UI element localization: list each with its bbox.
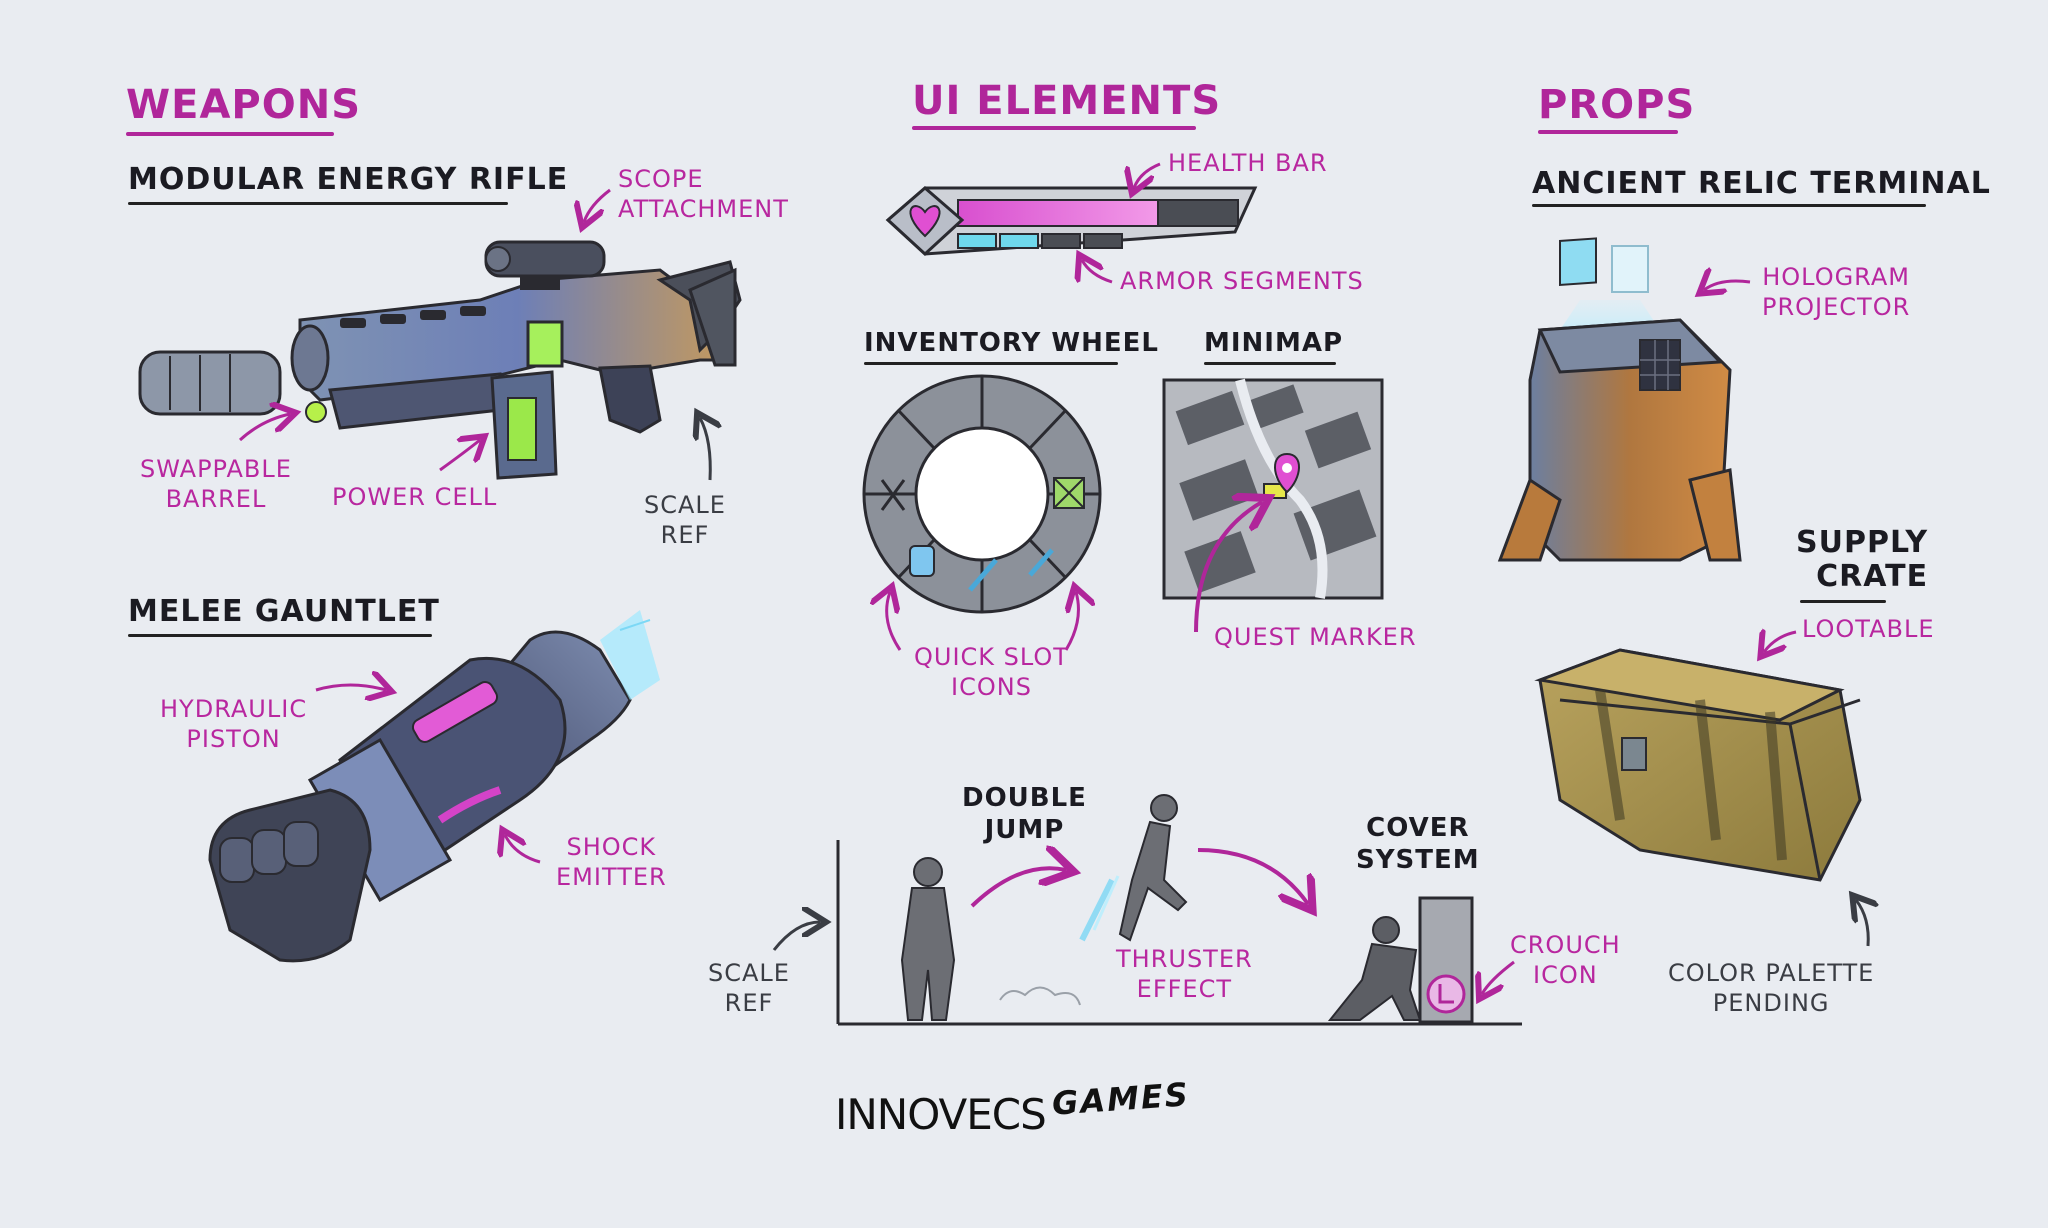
health-arrow xyxy=(1134,162,1161,188)
section-weapons: WEAPONS xyxy=(126,82,362,128)
power-cell-arrow xyxy=(439,440,480,472)
quest-marker-label: QUEST MARKER xyxy=(1214,623,1417,651)
double-jump-label: DOUBLE JUMP xyxy=(962,783,1087,845)
hologram-arrow xyxy=(1704,281,1751,290)
palette-arrow xyxy=(1856,900,1868,947)
terminal-title-underline xyxy=(1532,204,1926,207)
lootable-arrow xyxy=(1764,632,1797,652)
thruster-label: THRUSTER EFFECT xyxy=(1116,945,1253,1003)
scope-label: SCOPE ATTACHMENT xyxy=(618,165,789,223)
scale-ref-arrow xyxy=(700,418,710,481)
crouch-arrow xyxy=(1482,960,1515,994)
movement-scale-arrow xyxy=(772,922,820,951)
barrel-label: SWAPPABLE BARREL xyxy=(140,455,292,513)
crouch-icon-label: CROUCH ICON xyxy=(1510,931,1621,989)
armor-arrow xyxy=(1082,260,1113,284)
health-bar-label: HEALTH BAR xyxy=(1168,149,1328,177)
quick-slot-arrow-right xyxy=(1066,592,1078,651)
quick-slot-label: QUICK SLOT ICONS xyxy=(914,643,1069,701)
power-cell-label: POWER CELL xyxy=(332,483,498,511)
cover-system-label: COVER SYSTEM xyxy=(1356,813,1480,875)
shock-label: SHOCK EMITTER xyxy=(556,833,667,891)
health-bar-illustration xyxy=(885,186,1258,257)
quest-arrow xyxy=(1194,502,1262,633)
rifle-title: MODULAR ENERGY RIFLE xyxy=(128,162,569,197)
crate-title-underline xyxy=(1800,600,1886,603)
movement-sequence-illustration xyxy=(836,794,1522,1026)
barrel-arrow xyxy=(238,414,290,442)
section-props: PROPS xyxy=(1538,82,1696,128)
inventory-wheel-title: INVENTORY WHEEL xyxy=(864,328,1159,358)
melee-gauntlet-illustration xyxy=(208,610,660,963)
standing-figure xyxy=(900,857,956,1021)
scope-arrow xyxy=(584,188,611,222)
cover-arrow xyxy=(1197,848,1308,904)
relic-terminal-illustration xyxy=(1497,237,1742,562)
inventory-wheel-illustration xyxy=(862,374,1102,614)
movement-scale-label: SCALE REF xyxy=(708,959,790,1017)
palette-pending-label: COLOR PALETTE PENDING xyxy=(1668,959,1875,1017)
crouch-icon xyxy=(1426,974,1466,1014)
jumping-figure xyxy=(1079,794,1188,942)
ui-underline xyxy=(912,126,1196,130)
crouching-figure xyxy=(1327,896,1474,1024)
supply-crate-illustration xyxy=(1534,648,1862,882)
armor-segments-label: ARMOR SEGMENTS xyxy=(1120,267,1364,295)
hologram-label: HOLOGRAM PROJECTOR xyxy=(1762,263,1911,321)
quick-slot-arrow-left xyxy=(887,592,902,651)
rifle-scale-label: SCALE REF xyxy=(644,491,726,549)
section-ui-elements: UI ELEMENTS xyxy=(912,78,1222,124)
weapons-underline xyxy=(126,132,334,136)
props-underline xyxy=(1538,130,1678,134)
studio-logo-main: INNOVECS xyxy=(835,1090,1047,1139)
jump-arrow xyxy=(970,868,1066,908)
gauntlet-title: MELEE GAUNTLET xyxy=(128,594,440,629)
lootable-label: LOOTABLE xyxy=(1802,615,1935,643)
piston-arrow xyxy=(315,685,386,690)
energy-rifle-illustration xyxy=(138,240,742,480)
shock-arrow xyxy=(505,835,541,864)
inventory-title-underline xyxy=(864,362,1118,365)
minimap-title: MINIMAP xyxy=(1204,328,1344,358)
terminal-title: ANCIENT RELIC TERMINAL xyxy=(1532,166,1991,201)
piston-label: HYDRAULIC PISTON xyxy=(160,695,308,753)
minimap-title-underline xyxy=(1204,362,1336,365)
crate-title: SUPPLY CRATE xyxy=(1796,525,1929,594)
minimap-illustration xyxy=(1162,378,1384,600)
rifle-title-underline xyxy=(128,202,508,205)
gauntlet-title-underline xyxy=(128,634,432,637)
